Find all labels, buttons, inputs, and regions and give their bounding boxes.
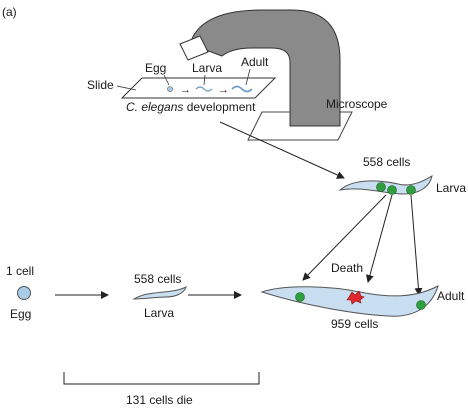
slide-label: Slide <box>87 78 114 92</box>
slide-arrow-1: → <box>180 84 191 96</box>
adult-label: Adult <box>437 289 465 303</box>
slide-larva <box>195 86 213 92</box>
slide-adult <box>231 85 253 93</box>
microscope-arm <box>189 9 341 127</box>
zoomed-larva-label: Larva <box>436 181 466 195</box>
slide-adult-label: Adult <box>241 55 269 69</box>
microscope-illustration: Microscope <box>179 9 388 141</box>
adult-cell <box>416 300 426 310</box>
larva-cell <box>406 185 416 195</box>
larva-count: 558 cells <box>134 272 181 286</box>
slide-egg-leader <box>163 74 170 86</box>
slide-leader <box>116 85 137 91</box>
microscope-objective <box>179 35 209 61</box>
slide-egg <box>167 86 173 92</box>
death-label: Death <box>331 261 363 275</box>
zoomed-larva-body <box>338 175 433 195</box>
bracket-label: 131 cells die <box>126 393 193 407</box>
slide: → → Egg Larva Adult Slide C. elegans dev… <box>87 55 277 114</box>
zoomed-larva-count: 558 cells <box>363 155 410 169</box>
cell-death-bracket <box>63 372 260 385</box>
adult-cell-count: 959 cells <box>331 317 378 331</box>
slide-glass <box>120 77 277 99</box>
adult-worm: Death Adult 959 cells <box>260 261 465 331</box>
timeline: 1 cell Egg 558 cells Larva 131 cells die <box>6 264 260 407</box>
adult-worm-body <box>260 285 439 317</box>
lineage-arrow <box>302 194 387 281</box>
slide-egg-label: Egg <box>145 61 166 75</box>
development-caption: C. elegans development <box>126 100 256 114</box>
slide-larva-leader <box>203 74 206 86</box>
egg-icon <box>17 286 31 300</box>
slide-arrow-2: → <box>218 84 229 96</box>
larva-cell <box>387 185 397 195</box>
adult-cell <box>295 292 305 302</box>
zoom-arrow <box>219 121 345 179</box>
larva-icon <box>132 286 187 300</box>
larva-cell <box>376 182 386 192</box>
zoomed-larva: 558 cells Larva <box>338 155 466 195</box>
lineage-arrow <box>410 194 423 296</box>
microscope-label: Microscope <box>326 97 388 111</box>
larva-label: Larva <box>144 306 174 320</box>
dying-cell <box>346 290 365 305</box>
egg-count: 1 cell <box>6 264 34 278</box>
slide-adult-leader <box>245 68 251 86</box>
panel-label: (a) <box>2 5 17 19</box>
lineage-arrow <box>366 194 393 283</box>
slide-larva-label: Larva <box>192 61 222 75</box>
egg-label: Egg <box>10 307 31 321</box>
